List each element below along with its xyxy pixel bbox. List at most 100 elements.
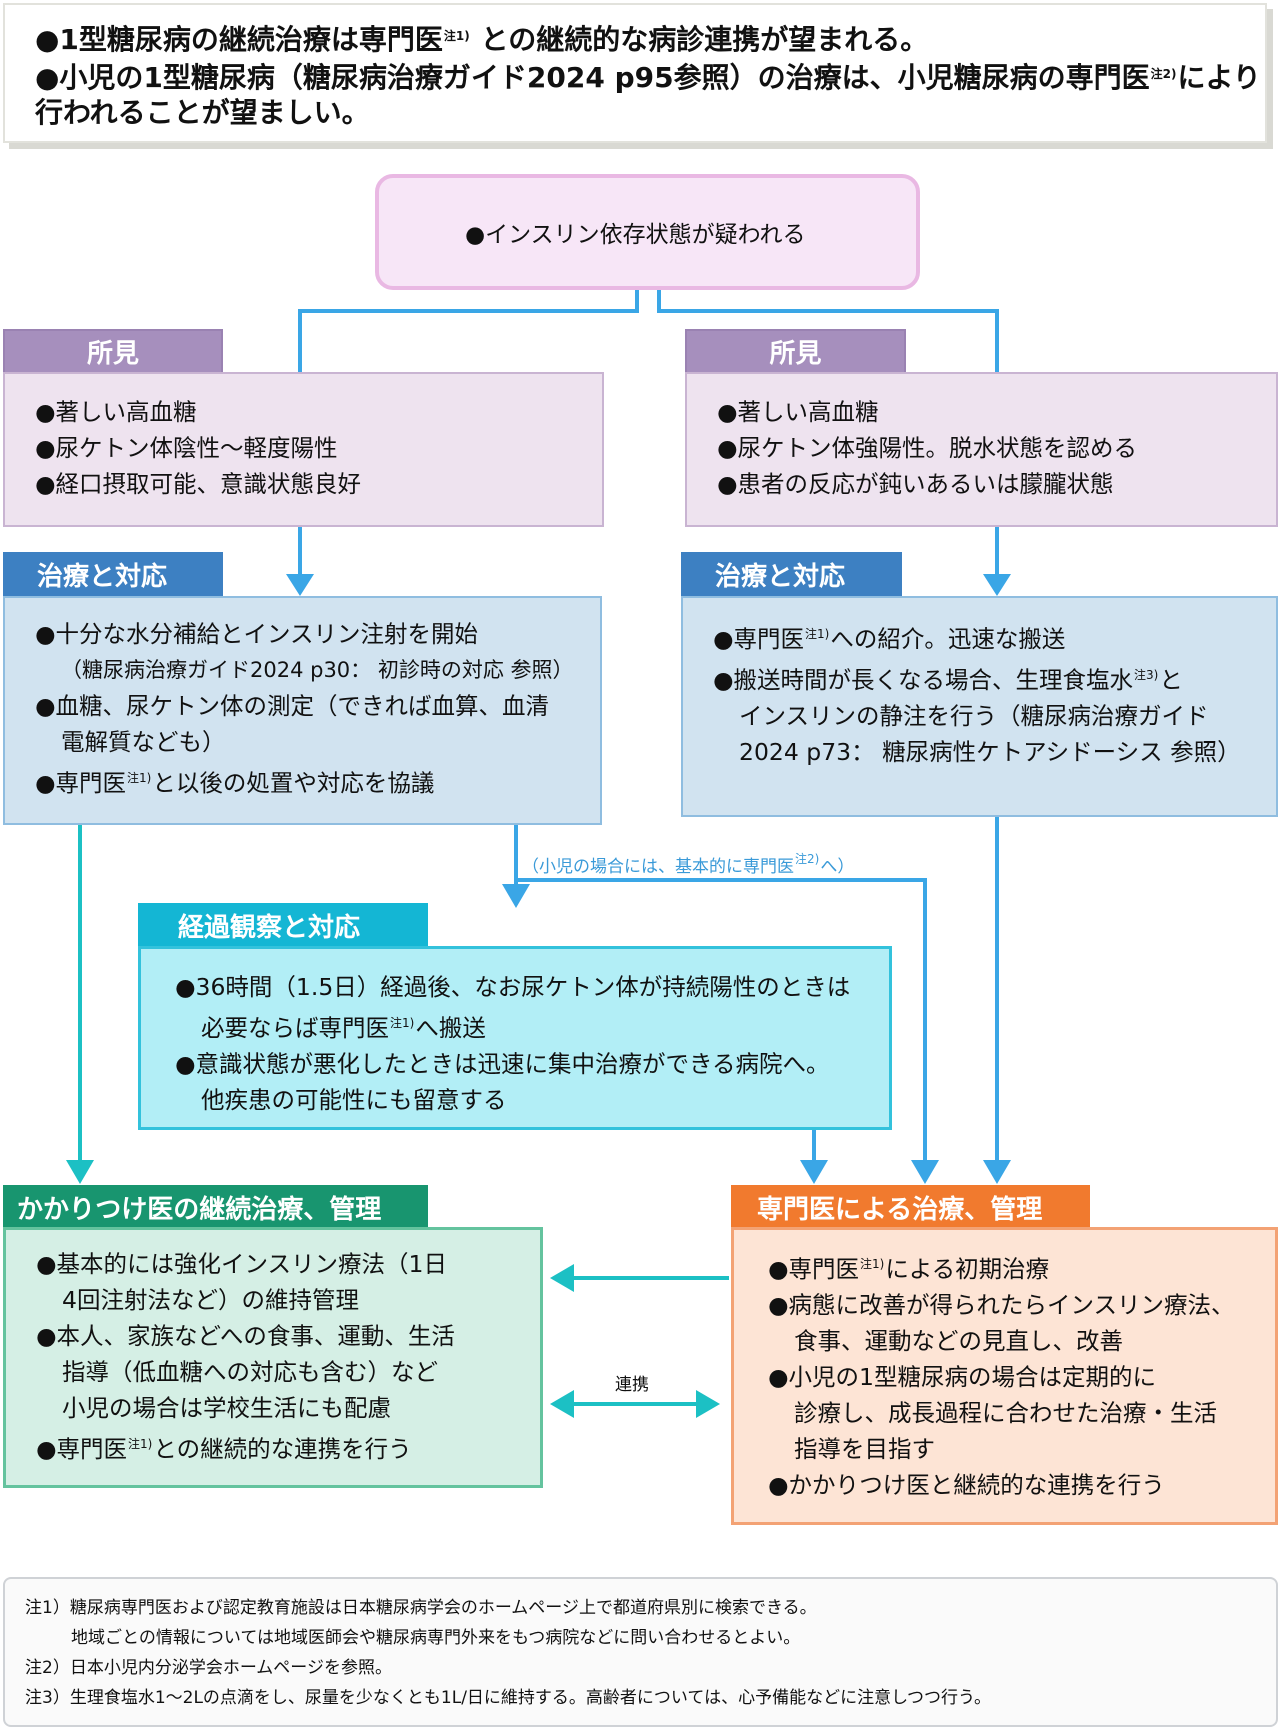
text-segment: への紹介。迅速な搬送 (830, 625, 1066, 653)
text-line: ●専門医注1)への紹介。迅速な搬送 (713, 616, 1276, 657)
text-segment: ●患者の反応が鈍いあるいは朦朧状態 (717, 470, 1114, 498)
connector-start-left (298, 290, 639, 372)
right-treatment-tab: 治療と対応 (681, 552, 902, 597)
left-findings-box: ●著しい高血糖●尿ケトン体陰性～軽度陽性●経口摂取可能、意識状態良好 (3, 372, 604, 527)
text-segment: ●小児の1型糖尿病の場合は定期的に (768, 1363, 1156, 1391)
text-line: ●かかりつけ医と継続的な連携を行う (768, 1467, 1275, 1503)
connector-start-right (657, 290, 999, 372)
arrowhead (550, 1264, 574, 1292)
arrowhead (696, 1390, 720, 1418)
footnote-marker: 注1) (390, 1016, 415, 1030)
text-segment: ●搬送時間が長くなる場合、生理食塩水 (713, 666, 1134, 694)
text-line: 4回注射法など）の維持管理 (36, 1282, 540, 1318)
text-segment: ●著しい高血糖 (35, 398, 197, 426)
text-segment: 電解質なども） (61, 728, 226, 756)
footnote-marker: 注1) (128, 1437, 153, 1451)
text-segment: ●十分な水分補給とインスリン注射を開始 (35, 620, 479, 648)
child-referral-note: （小児の場合には、基本的に専門医注2)へ） (522, 850, 854, 877)
gp-care-title: かかりつけ医の継続治療、管理 (17, 1194, 382, 1225)
footnote-marker: 注3) (1134, 668, 1159, 682)
text-line: ●小児の1型糖尿病の場合は定期的に (768, 1359, 1275, 1395)
text-segment: ●血糖、尿ケトン体の測定（できれば血算、血清 (35, 692, 550, 720)
text-line: ●専門医注1)と以後の処置や対応を協議 (35, 760, 600, 801)
text-line: 2024 p73： 糖尿病性ケトアシドーシス 参照） (713, 734, 1276, 770)
text-segment: ●基本的には強化インスリン療法（1日 (36, 1250, 447, 1278)
link-label: 連携 (615, 1375, 649, 1395)
footnote-marker: 注2) (795, 852, 820, 866)
specialist-care-title: 専門医による治療、管理 (757, 1194, 1043, 1225)
gp-care-tab: かかりつけ医の継続治療、管理 (3, 1185, 428, 1229)
footnote-marker: 注2) (1150, 67, 1177, 81)
arrowhead (66, 1160, 94, 1184)
text-segment: 指導（低血糖への対応も含む）など (62, 1358, 438, 1386)
footnote-marker: 注1) (443, 29, 470, 43)
text-segment: ●意識状態が悪化したときは迅速に集中治療ができる病院へ。 (175, 1050, 830, 1078)
text-segment: との継続的な連携を行う (153, 1435, 412, 1463)
right-findings-tab: 所見 (685, 329, 906, 374)
specialist-care-tab: 専門医による治療、管理 (731, 1185, 1090, 1229)
text-segment: ●1型糖尿病の継続治療は専門医 (35, 23, 443, 56)
left-findings-title: 所見 (86, 339, 139, 369)
text-segment: により (1177, 61, 1261, 94)
start-node-text: ●インスリン依存状態が疑われる (465, 222, 806, 248)
text-line: ●著しい高血糖 (717, 394, 1276, 430)
text-segment: ●本人、家族などへの食事、運動、生活 (36, 1322, 455, 1350)
text-line: ●本人、家族などへの食事、運動、生活 (36, 1318, 540, 1354)
text-line: （糖尿病治療ガイド2024 p30： 初診時の対応 参照） (35, 652, 600, 688)
specialist-care-box: ●専門医注1)による初期治療 ●病態に改善が得られたらインスリン療法、食事、運動な… (731, 1227, 1278, 1525)
text-segment: 食事、運動などの見直し、改善 (794, 1327, 1123, 1355)
arrowhead (550, 1390, 574, 1418)
observation-title: 経過観察と対応 (178, 913, 361, 943)
text-line: ●36時間（1.5日）経過後、なお尿ケトン体が持続陽性のときは (175, 969, 889, 1005)
start-node: ●インスリン依存状態が疑われる (375, 174, 920, 290)
footnote-marker: 注1) (860, 1257, 885, 1271)
right-findings-title: 所見 (769, 339, 822, 369)
text-line: ●意識状態が悪化したときは迅速に集中治療ができる病院へ。 (175, 1046, 889, 1082)
gp-care-box: ●基本的には強化インスリン療法（1日 4回注射法など）の維持管理 ●本人、家族などへ… (3, 1227, 543, 1488)
text-segment: ●小児の1型糖尿病（糖尿病治療ガイド2024 p95参照）の治療は、小児糖尿病の… (35, 61, 1150, 94)
text-segment: 指導を目指す (794, 1435, 935, 1463)
text-line: 必要ならば専門医注1)へ搬送 (175, 1005, 889, 1046)
footnote-1: 注1）糖尿病専門医および認定教育施設は日本糖尿病学会のホームページ上で都道府県別… (25, 1598, 817, 1618)
text-segment: （糖尿病治療ガイド2024 p30： 初診時の対応 参照） (61, 658, 574, 682)
text-line: ●血糖、尿ケトン体の測定（できれば血算、血清 (35, 688, 600, 724)
text-line: ●尿ケトン体強陽性。脱水状態を認める (717, 430, 1276, 466)
text-segment: ●専門医 (768, 1255, 860, 1283)
text-segment: 必要ならば専門医 (201, 1014, 389, 1042)
arrowhead (286, 574, 314, 596)
text-segment: へ） (820, 857, 855, 877)
text-line: 診療し、成長過程に合わせた治療・生活 (768, 1395, 1275, 1431)
text-line: 指導を目指す (768, 1431, 1275, 1467)
text-line: ●著しい高血糖 (35, 394, 602, 430)
text-line: ●十分な水分補給とインスリン注射を開始 (35, 616, 600, 652)
right-findings-box: ●著しい高血糖●尿ケトン体強陽性。脱水状態を認める ●患者の反応が鈍いあるいは朦朧… (685, 372, 1278, 527)
text-segment: （小児の場合には、基本的に専門医 (522, 857, 794, 877)
footnote-2: 注2）日本小児内分泌学会ホームページを参照。 (25, 1658, 392, 1678)
right-treatment-title: 治療と対応 (715, 562, 846, 592)
text-line: ●患者の反応が鈍いあるいは朦朧状態 (717, 466, 1276, 502)
text-line: 食事、運動などの見直し、改善 (768, 1323, 1275, 1359)
text-segment: へ搬送 (415, 1014, 486, 1042)
text-segment: 診療し、成長過程に合わせた治療・生活 (794, 1399, 1217, 1427)
text-segment: ●専門医 (35, 769, 127, 797)
text-segment: ●病態に改善が得られたらインスリン療法、 (768, 1291, 1235, 1319)
left-findings-tab: 所見 (3, 329, 223, 374)
text-segment: ●かかりつけ医と継続的な連携を行う (768, 1471, 1165, 1499)
text-segment: 4回注射法など）の維持管理 (62, 1286, 359, 1314)
right-treatment-box: ●専門医注1)への紹介。迅速な搬送 ●搬送時間が長くなる場合、生理食塩水注3)とイ… (681, 596, 1278, 817)
text-segment: ●専門医 (36, 1435, 128, 1463)
left-treatment-title: 治療と対応 (37, 562, 168, 592)
footnote-1-continued: 地域ごとの情報については地域医師会や糖尿病専門外来をもつ病院などに問い合わせると… (71, 1628, 801, 1648)
text-segment: インスリンの静注を行う（糖尿病治療ガイド (739, 702, 1209, 730)
footnote-marker: 注1) (127, 771, 152, 785)
arrowhead (911, 1160, 939, 1184)
footnote-3: 注3）生理食塩水1～2Lの点滴をし、尿量を少なくとも1L/日に維持する。高齢者に… (25, 1688, 992, 1708)
text-line: 電解質なども） (35, 724, 600, 760)
left-treatment-tab: 治療と対応 (3, 552, 223, 597)
text-segment: と (1159, 666, 1183, 694)
text-segment: による初期治療 (885, 1255, 1050, 1283)
footnote-marker: 注1) (805, 627, 830, 641)
text-line: ●経口摂取可能、意識状態良好 (35, 466, 602, 502)
arrowhead (800, 1160, 828, 1184)
